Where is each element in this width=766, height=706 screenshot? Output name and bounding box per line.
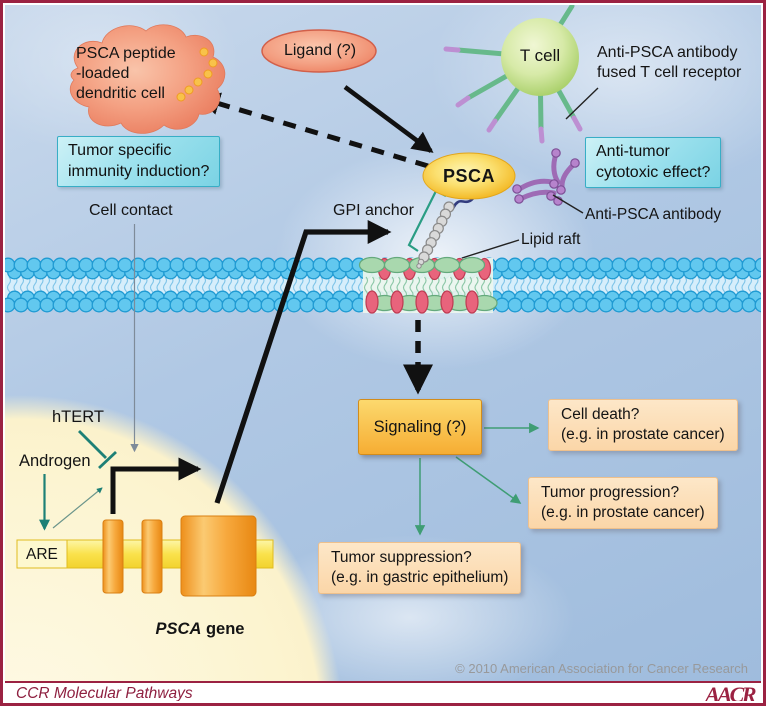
- exon-1: [102, 519, 124, 594]
- t-cell-label: T cell: [519, 46, 561, 65]
- psca-gene-structure: [16, 515, 274, 597]
- lipid-raft-label: Lipid raft: [521, 231, 581, 248]
- androgen-label: Androgen: [19, 452, 91, 470]
- series-title: CCR Molecular Pathways: [16, 685, 193, 702]
- ligand-shape: [261, 29, 377, 73]
- tcr-spike-tips: [443, 46, 583, 144]
- gpi-anchor-chain: [416, 201, 455, 269]
- cell-contact-label: Cell contact: [89, 202, 173, 219]
- pathway-diagram: PSCA peptide -loaded dendritic cell Liga…: [5, 5, 761, 703]
- are-label: ARE: [26, 546, 58, 563]
- peptide-dots: [176, 47, 218, 102]
- anti-psca-antibody-label: Anti-PSCA antibody: [585, 206, 722, 223]
- tumor-suppression-box: Tumor suppression? (e.g. in gastric epit…: [318, 542, 522, 594]
- aacr-logo: AACR: [705, 682, 756, 703]
- exon-2: [141, 519, 163, 594]
- htert-label: hTERT: [52, 408, 104, 426]
- signaling-box: Signaling (?): [358, 399, 482, 455]
- copyright-text: © 2010 American Association for Cancer R…: [455, 661, 748, 676]
- androgen-arrow-promoter: [52, 487, 103, 529]
- psca-to-dendritic-dashed-arrow: [196, 92, 429, 169]
- signaling-output-arrows: [414, 422, 540, 536]
- fused-receptor-label: Anti-PSCA antibody fused T cell receptor: [597, 44, 742, 81]
- gpi-anchor-label: GPI anchor: [333, 202, 414, 219]
- t-cell-shape: [443, 5, 583, 144]
- figure-inner-border: PSCA peptide -loaded dendritic cell Liga…: [3, 3, 763, 703]
- anti-psca-antibody-shape: [512, 148, 580, 206]
- footer-band: CCR Molecular Pathways AACR: [5, 681, 761, 703]
- psca-protein-shape: [422, 152, 516, 200]
- htert-inhibition-bar: [78, 430, 117, 470]
- ligand-label: Ligand (?): [283, 42, 357, 59]
- cell-death-box: Cell death? (e.g. in prostate cancer): [548, 399, 738, 451]
- nucleus: [5, 395, 341, 683]
- gene-to-membrane-arrow: [214, 220, 392, 504]
- dendritic-cell-shape: [69, 24, 226, 134]
- psca-gene-label: PSCA gene: [155, 620, 245, 638]
- dendritic-cell-label: PSCA peptide -loaded dendritic cell: [76, 45, 176, 102]
- transcription-start-arrow: [110, 457, 202, 514]
- exon-3: [180, 515, 257, 597]
- lipid-raft-region: [358, 256, 498, 314]
- psca-label: PSCA: [442, 166, 495, 186]
- are-region: [16, 539, 68, 569]
- tumor-progression-box: Tumor progression? (e.g. in prostate can…: [528, 477, 718, 529]
- ligand-to-psca-arrow: [343, 85, 434, 153]
- tumor-immunity-box: Tumor specific immunity induction?: [57, 136, 221, 187]
- diagram-artwork: [5, 5, 761, 683]
- pointer-lines: [461, 87, 599, 259]
- anti-tumor-box: Anti-tumor cytotoxic effect?: [585, 137, 722, 188]
